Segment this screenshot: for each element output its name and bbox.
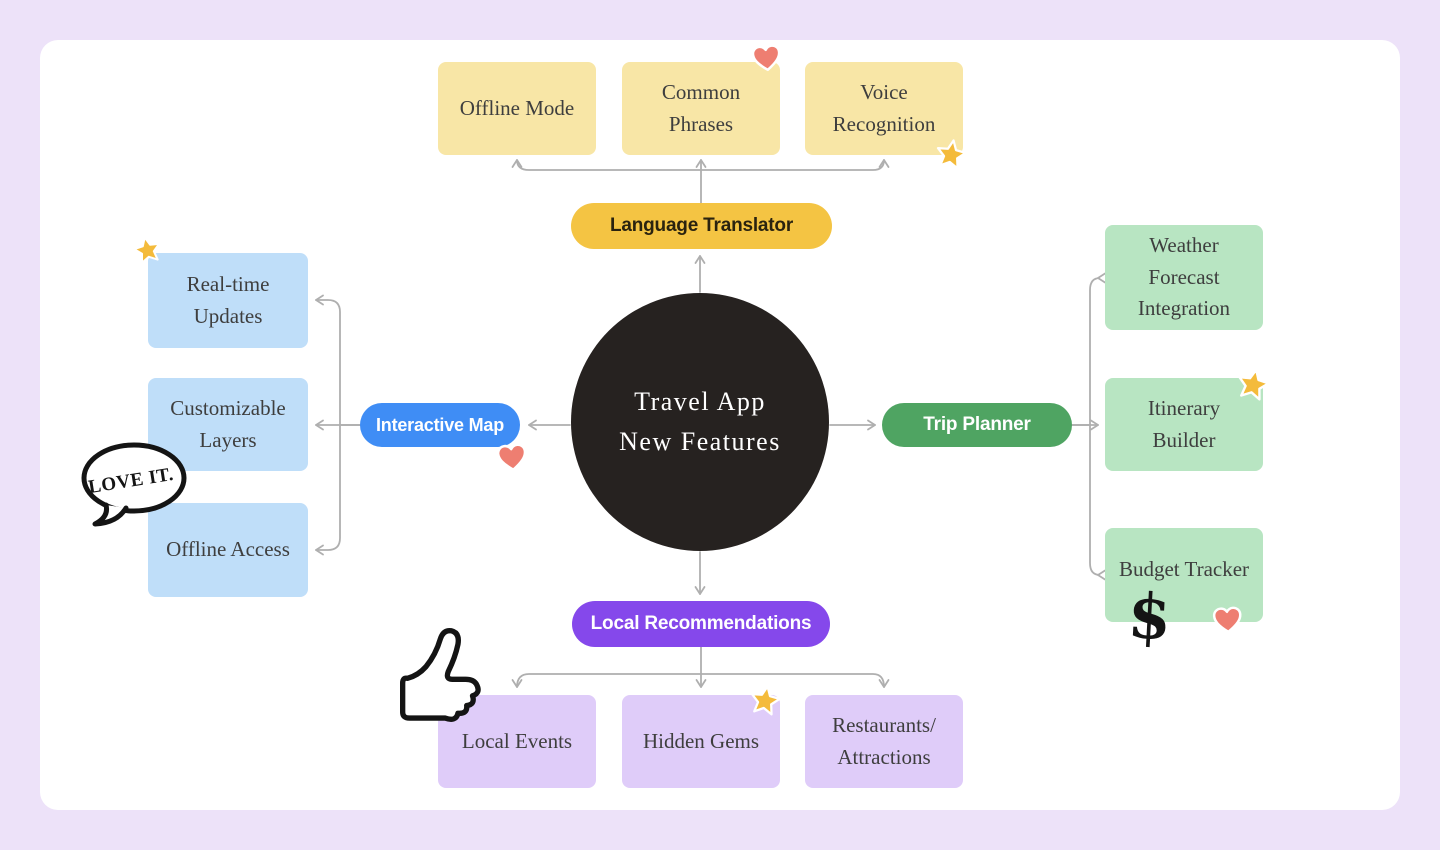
star-icon[interactable] bbox=[1232, 364, 1275, 407]
node-common-phrases[interactable]: Common Phrases bbox=[622, 62, 780, 155]
node-offline-access[interactable]: Offline Access bbox=[148, 503, 308, 597]
node-budget-tracker[interactable]: Budget Tracker bbox=[1105, 528, 1263, 622]
central-topic[interactable]: Travel App New Features bbox=[571, 293, 829, 551]
node-label: Offline Access bbox=[166, 537, 290, 562]
node-label: Budget Tracker bbox=[1118, 557, 1250, 581]
branch-label: Interactive Map bbox=[375, 414, 505, 435]
branch-interactive-map[interactable]: Interactive Map bbox=[360, 403, 520, 447]
node-voice-recognition[interactable]: Voice Recognition bbox=[805, 62, 963, 155]
node-label: Hidden Gems bbox=[642, 728, 760, 753]
node-weather-forecast-integration[interactable]: Weather Forecast Integration bbox=[1105, 225, 1263, 330]
node-real-time-updates[interactable]: Real-time Updates bbox=[148, 253, 308, 348]
node-label: Itinerary Builder bbox=[1147, 396, 1221, 452]
star-icon[interactable] bbox=[129, 232, 166, 269]
dollar-sign-doodle[interactable]: $ bbox=[1126, 578, 1174, 655]
heart-icon[interactable] bbox=[748, 39, 784, 75]
branch-label: Local Recommendations bbox=[590, 613, 812, 634]
node-label: Weather Forecast Integration bbox=[1137, 233, 1231, 321]
node-label: Common Phrases bbox=[661, 80, 741, 136]
heart-icon[interactable] bbox=[1210, 602, 1245, 637]
node-label: Customizable Layers bbox=[170, 396, 286, 452]
speech-bubble-doodle[interactable]: LOVE IT. bbox=[76, 440, 188, 532]
node-label: Offline Mode bbox=[459, 95, 575, 120]
star-icon[interactable] bbox=[931, 135, 970, 174]
node-itinerary-builder[interactable]: Itinerary Builder bbox=[1105, 378, 1263, 471]
star-icon[interactable] bbox=[745, 681, 784, 720]
branch-language-translator[interactable]: Language Translator bbox=[571, 203, 832, 249]
thumbs-up-icon[interactable] bbox=[392, 622, 489, 723]
branch-trip-planner[interactable]: Trip Planner bbox=[882, 403, 1072, 447]
branch-local-recommendations[interactable]: Local Recommendations bbox=[572, 601, 830, 647]
node-label: Local Events bbox=[461, 728, 573, 753]
node-label: Voice Recognition bbox=[832, 80, 936, 136]
heart-icon[interactable] bbox=[493, 438, 530, 475]
branch-label: Language Translator bbox=[609, 215, 794, 236]
node-offline-mode[interactable]: Offline Mode bbox=[438, 62, 596, 155]
node-label: Restaurants/ Attractions bbox=[832, 713, 936, 769]
central-topic-label: Travel App New Features bbox=[619, 386, 781, 456]
node-label: Real-time Updates bbox=[186, 272, 270, 328]
node-restaurants-attractions[interactable]: Restaurants/ Attractions bbox=[805, 695, 963, 788]
branch-label: Trip Planner bbox=[923, 414, 1031, 435]
speech-bubble-outline bbox=[81, 442, 187, 527]
